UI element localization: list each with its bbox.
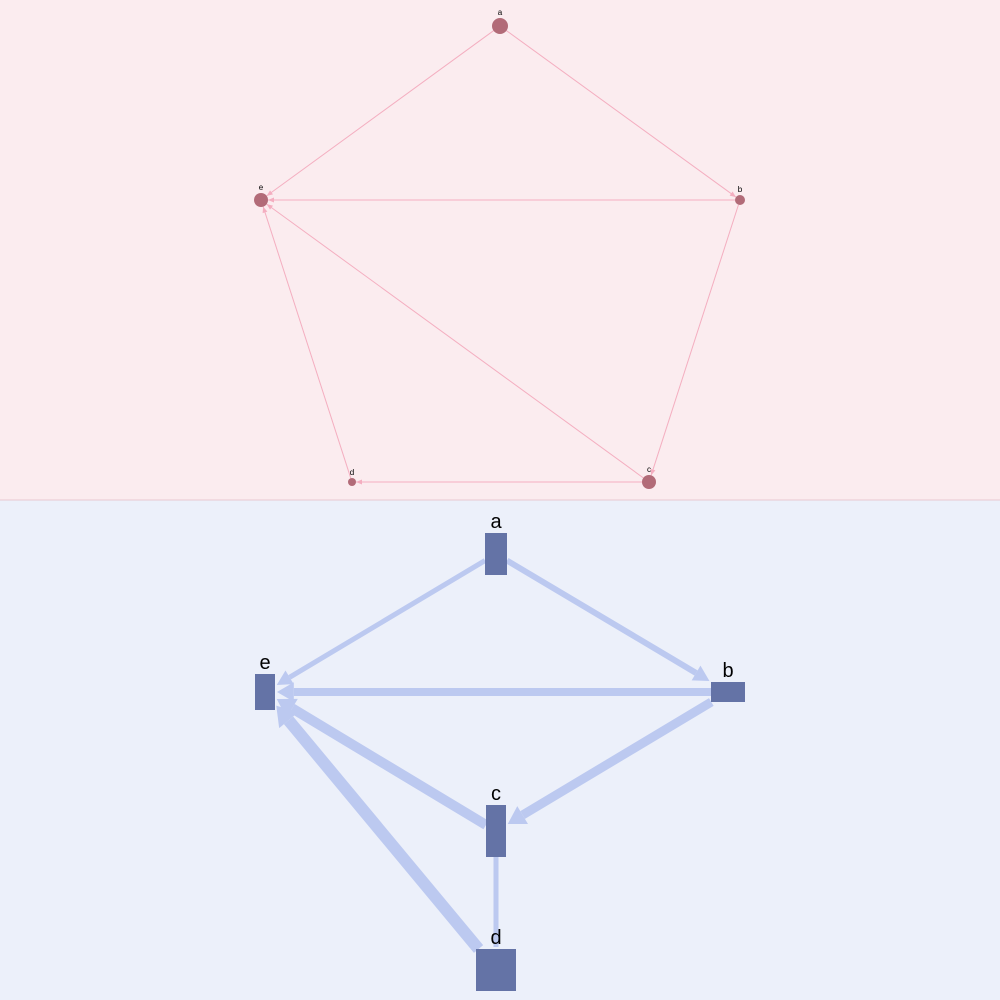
top-edge-d-e [262, 206, 352, 479]
bottom-graph-edges [276, 557, 714, 953]
top-edge-a-b [506, 30, 737, 198]
top-edge-b-e [268, 197, 735, 203]
bottom-node-c[interactable] [486, 805, 506, 857]
bottom-node-label-e: e [259, 652, 270, 674]
top-edge-c-e [266, 203, 644, 479]
top-node-label-b: b [738, 185, 743, 194]
top-node-b[interactable] [735, 195, 745, 205]
top-graph-edges [262, 30, 739, 485]
top-node-c[interactable] [642, 475, 656, 489]
top-node-d[interactable] [348, 478, 356, 486]
top-node-label-d: d [350, 468, 354, 477]
bottom-edge-c-e [276, 698, 489, 830]
top-edge-a-e [266, 30, 494, 197]
top-node-e[interactable] [254, 193, 268, 207]
top-edge-c-d [356, 479, 642, 485]
bottom-edge-d-e [276, 705, 484, 953]
bottom-node-b[interactable] [711, 682, 745, 702]
top-node-label-a: a [498, 8, 503, 17]
bottom-node-label-d: d [490, 927, 501, 949]
bottom-edge-a-e [276, 558, 487, 686]
top-node-a[interactable] [492, 18, 508, 34]
bottom-node-d[interactable] [476, 949, 516, 991]
bottom-node-a[interactable] [485, 533, 507, 575]
top-panel-background [0, 0, 1000, 500]
bottom-node-e[interactable] [255, 674, 275, 710]
top-node-label-c: c [647, 465, 651, 474]
bottom-panel-background [0, 500, 1000, 1000]
bottom-node-label-c: c [491, 783, 501, 805]
top-node-label-e: e [259, 183, 264, 192]
bottom-graph: a b c d e [255, 511, 745, 991]
bottom-node-label-b: b [722, 660, 733, 682]
top-graph: a b c d e [254, 8, 745, 489]
bottom-edge-b-c [507, 698, 714, 824]
bottom-graph-nodes: a b c d e [255, 511, 745, 991]
bottom-node-label-a: a [490, 511, 502, 533]
bottom-edge-a-b [505, 557, 710, 681]
top-edge-b-c [650, 204, 739, 476]
bottom-edge-b-e [277, 682, 711, 702]
top-graph-nodes: a b c d e [254, 8, 745, 489]
